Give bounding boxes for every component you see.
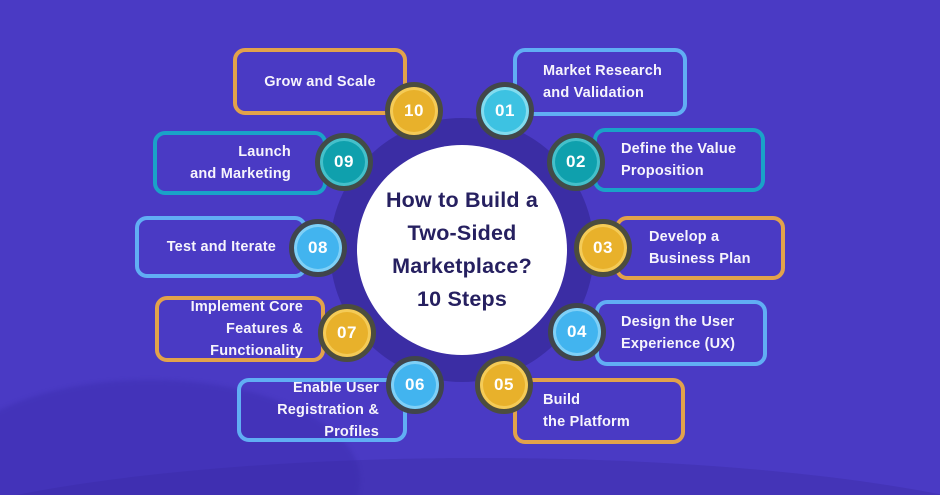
step-label-10: Grow and Scale [264,73,376,90]
step-number-01: 01 [494,101,516,120]
step-box-07: Implement Core Features & Functionality [155,296,325,362]
step-number-05: 05 [493,375,515,394]
step-box-01: Market Research and Validation [513,48,687,116]
step-label-09: Launch and Marketing [190,144,291,182]
step-number-04: 04 [566,322,588,341]
step-number-07: 07 [336,323,358,342]
step-badge-04: 04 [548,303,606,361]
step-box-06: Enable User Registration & Profiles [237,378,407,442]
step-label-07: Implement Core Features & Functionality [190,299,303,359]
step-label-06: Enable User Registration & Profiles [277,380,379,440]
step-number-10: 10 [403,101,425,120]
step-badge-07: 07 [318,304,376,362]
infographic-title: How to Build a Two-Sided Marketplace? 10… [385,188,539,311]
step-badge-06: 06 [386,356,444,414]
step-badge-09: 09 [315,133,373,191]
step-label-03: Develop a Business Plan [649,229,751,267]
step-badge-03: 03 [574,219,632,277]
step-label-01: Market Research and Validation [543,63,663,101]
step-label-05: Build the Platform [543,392,630,430]
step-label-04: Design the User Experience (UX) [621,314,736,352]
center-circle: How to Build a Two-Sided Marketplace? 10… [357,145,567,355]
step-number-03: 03 [592,238,614,257]
step-label-08: Test and Iterate [166,239,276,255]
step-number-06: 06 [404,375,426,394]
step-box-09: Launch and Marketing [153,131,327,195]
step-badge-08: 08 [289,219,347,277]
step-badge-02: 02 [547,133,605,191]
step-number-02: 02 [565,152,587,171]
step-box-08: Test and Iterate [135,216,307,278]
step-badge-05: 05 [475,356,533,414]
step-badge-01: 01 [476,82,534,140]
step-box-04: Design the User Experience (UX) [595,300,767,366]
step-label-02: Define the Value Proposition [621,141,737,179]
step-box-05: Build the Platform [513,378,685,444]
step-box-03: Develop a Business Plan [615,216,785,280]
step-number-08: 08 [307,238,329,257]
step-box-02: Define the Value Proposition [593,128,765,192]
step-number-09: 09 [333,152,355,171]
step-box-10: Grow and Scale [233,48,407,115]
step-badge-10: 10 [385,82,443,140]
